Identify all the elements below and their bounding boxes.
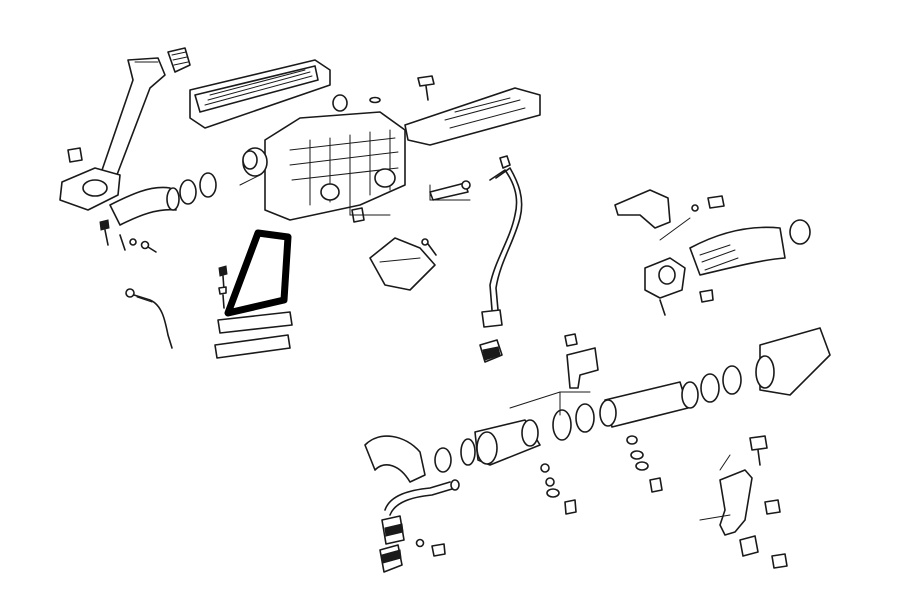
fastener-stack-right[interactable] bbox=[626, 435, 663, 493]
rubber-bushing-lower[interactable] bbox=[739, 535, 759, 557]
hose-clamp-left-1[interactable] bbox=[179, 179, 197, 205]
coolant-hose-lower[interactable] bbox=[384, 479, 460, 516]
breather-hose[interactable] bbox=[489, 167, 523, 311]
intake-manifold[interactable] bbox=[242, 111, 406, 221]
support-bolt[interactable] bbox=[564, 333, 578, 347]
cover-bolt[interactable] bbox=[417, 75, 435, 101]
hose-clamp-left-2[interactable] bbox=[199, 172, 217, 198]
hose-clamp-lower-1[interactable] bbox=[575, 403, 595, 433]
breather-tube[interactable] bbox=[429, 182, 469, 201]
throttle-body-right[interactable] bbox=[644, 257, 686, 299]
pipe-support-bracket[interactable] bbox=[566, 347, 599, 389]
mounting-bracket-lower[interactable] bbox=[699, 469, 753, 536]
turbo-outlet-pipe[interactable] bbox=[474, 419, 541, 466]
bolt-center-2[interactable] bbox=[421, 238, 437, 256]
hose-clamp-lower-2[interactable] bbox=[552, 409, 572, 441]
intake-snorkel-pipe[interactable] bbox=[59, 57, 166, 211]
sensor-wire-left[interactable] bbox=[125, 288, 173, 349]
mounting-bracket-upper[interactable] bbox=[614, 189, 671, 229]
bolt-right-upper[interactable] bbox=[659, 289, 714, 316]
grommet-lower[interactable] bbox=[379, 544, 403, 573]
bolt-left-2[interactable] bbox=[119, 234, 137, 251]
bolt-left-3[interactable] bbox=[140, 240, 157, 253]
hose-clamp-right-upper[interactable] bbox=[789, 219, 811, 245]
bolt-center-left-2[interactable] bbox=[218, 286, 227, 309]
intake-hose-left[interactable] bbox=[109, 186, 180, 226]
cover-grommet[interactable] bbox=[332, 94, 348, 112]
hose-end-connector[interactable] bbox=[481, 309, 503, 328]
engine-cover[interactable] bbox=[404, 87, 541, 146]
small-clip-left[interactable] bbox=[67, 147, 83, 163]
hose-clamp-lower-3[interactable] bbox=[700, 373, 720, 403]
coupler-ring-right[interactable] bbox=[681, 381, 699, 409]
highlighted-duct-part[interactable] bbox=[224, 229, 292, 317]
air-filter-element[interactable] bbox=[189, 59, 331, 129]
gasket-plate-lower[interactable] bbox=[214, 334, 291, 359]
bolt-center-left-1[interactable] bbox=[218, 265, 228, 291]
bracket-bolt-upper[interactable] bbox=[691, 195, 725, 212]
bracket-bolt-lower-2[interactable] bbox=[764, 499, 781, 515]
hose-clamp-lower-4[interactable] bbox=[722, 365, 742, 395]
intercooler-hose-right[interactable] bbox=[689, 226, 786, 276]
heat-shield[interactable] bbox=[369, 237, 436, 291]
bracket-bolt-lower-3[interactable] bbox=[771, 553, 788, 569]
bolt-lower-center[interactable] bbox=[415, 538, 446, 557]
bracket-bolt-lower-1[interactable] bbox=[749, 435, 768, 466]
gasket-plate-upper[interactable] bbox=[217, 311, 293, 334]
hose-clamp-turbo[interactable] bbox=[434, 447, 452, 473]
bolt-left-1[interactable] bbox=[99, 219, 110, 246]
grommet-center[interactable] bbox=[479, 339, 503, 363]
small-washer-top[interactable] bbox=[369, 96, 381, 104]
turbo-inlet-hose[interactable] bbox=[364, 435, 426, 483]
charge-air-pipe[interactable] bbox=[599, 381, 689, 428]
fastener-stack-center[interactable] bbox=[540, 463, 577, 515]
hose-connector-lower[interactable] bbox=[381, 515, 405, 545]
hose-end-fitting-top[interactable] bbox=[499, 155, 511, 169]
intake-scoop-right[interactable] bbox=[755, 327, 831, 396]
breather-fitting[interactable] bbox=[461, 180, 471, 190]
leader-lines bbox=[239, 174, 731, 471]
turbo-gasket-ring[interactable] bbox=[460, 438, 476, 466]
intake-cap[interactable] bbox=[167, 47, 191, 73]
